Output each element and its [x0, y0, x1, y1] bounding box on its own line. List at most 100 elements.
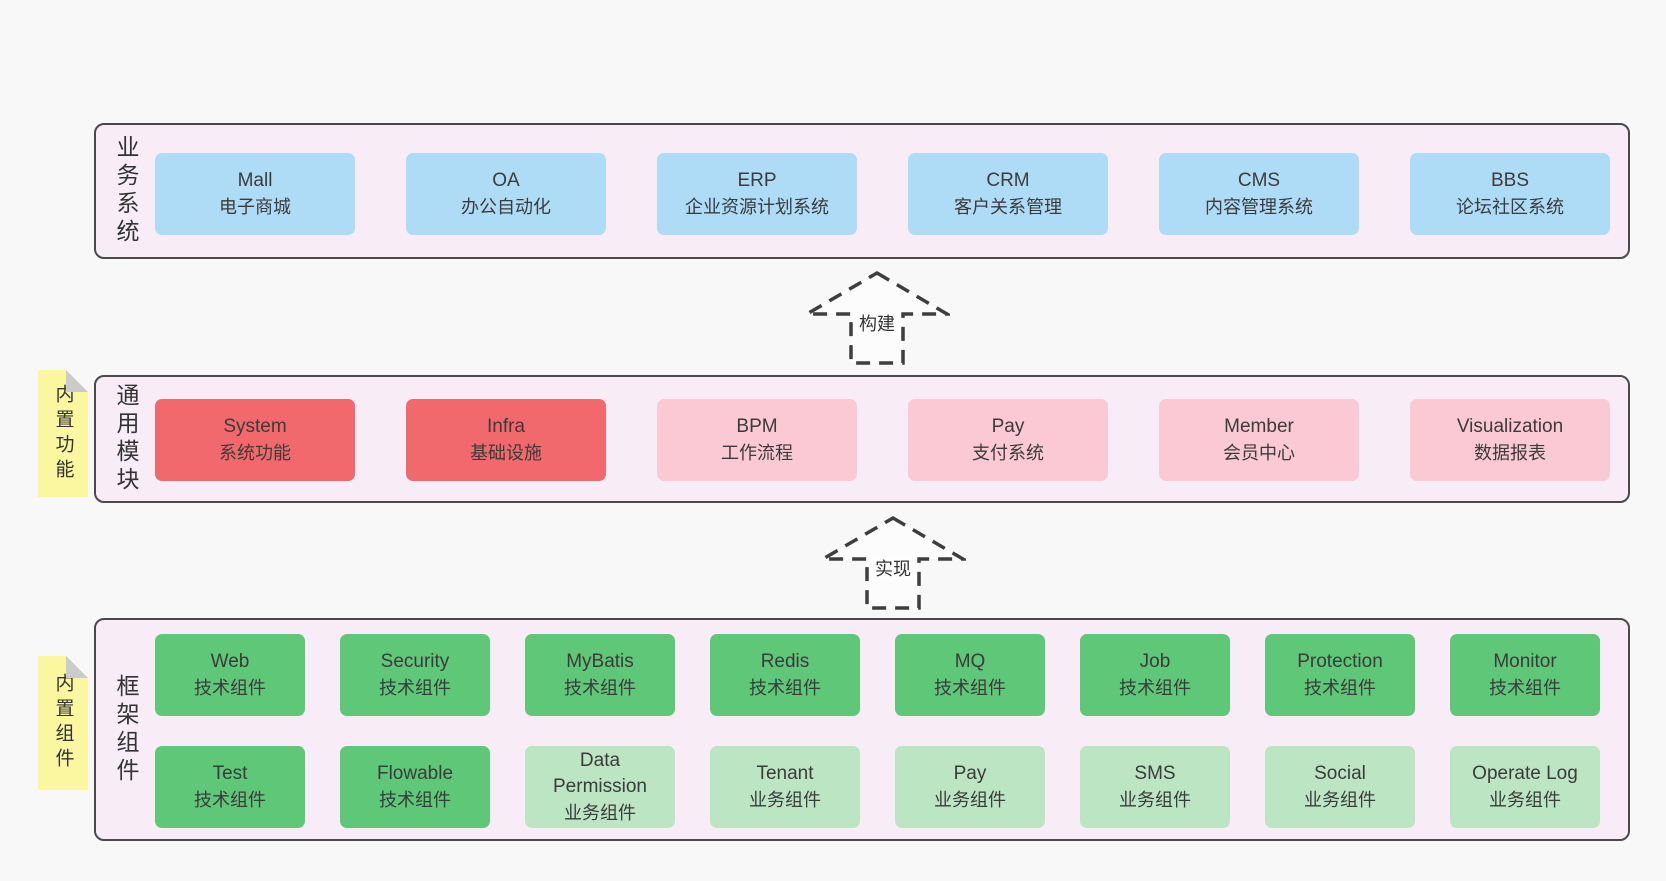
box-title: Test — [212, 763, 248, 784]
box-subtitle: 业务组件 — [934, 790, 1006, 810]
box-system: System 系统功能 — [155, 399, 355, 481]
box-subtitle: 技术组件 — [194, 678, 266, 698]
box-title: Operate Log — [1472, 763, 1578, 784]
build-arrow: 构建 — [804, 270, 950, 366]
box-operate-log: Operate Log 业务组件 — [1450, 746, 1600, 828]
box-subtitle: 技术组件 — [1489, 678, 1561, 698]
box-title: Visualization — [1456, 416, 1564, 437]
common-modules-band: 通用模块 System 系统功能 Infra 基础设施 BPM 工作流程 Pay… — [94, 375, 1630, 503]
box-subtitle: 电子商城 — [219, 197, 291, 217]
band-title-common-modules: 通用模块 — [113, 383, 139, 495]
box-tenant: Tenant 业务组件 — [710, 746, 860, 828]
box-subtitle: 内容管理系统 — [1205, 197, 1313, 217]
box-test: Test 技术组件 — [155, 746, 305, 828]
box-subtitle: 工作流程 — [721, 443, 793, 463]
box-title: OA — [492, 170, 520, 191]
box-title: Tenant — [756, 763, 814, 784]
box-subtitle: 会员中心 — [1223, 443, 1295, 463]
box-title: Pay — [953, 763, 987, 784]
box-title: Web — [210, 651, 250, 672]
box-title: Data Permission — [553, 750, 647, 797]
folded-corner-icon — [66, 656, 88, 678]
business-systems-band: 业务系统 Mall 电子商城 OA 办公自动化 ERP 企业资源计划系统 CRM… — [94, 123, 1630, 259]
box-subtitle: 基础设施 — [470, 443, 542, 463]
box-mq: MQ 技术组件 — [895, 634, 1045, 716]
box-title: Infra — [486, 416, 526, 437]
sticky-note-label: 内置功能 — [52, 383, 74, 484]
box-subtitle: 业务组件 — [1489, 790, 1561, 810]
box-monitor: Monitor 技术组件 — [1450, 634, 1600, 716]
box-cms: CMS 内容管理系统 — [1159, 153, 1359, 235]
box-title: Social — [1314, 763, 1366, 784]
box-title: CMS — [1237, 170, 1281, 191]
box-title: Protection — [1297, 651, 1383, 672]
box-subtitle: 技术组件 — [1304, 678, 1376, 698]
box-subtitle: 技术组件 — [749, 678, 821, 698]
box-title: Member — [1224, 416, 1294, 437]
box-crm: CRM 客户关系管理 — [908, 153, 1108, 235]
box-title: Job — [1139, 651, 1171, 672]
box-title: SMS — [1134, 763, 1176, 784]
box-bbs: BBS 论坛社区系统 — [1410, 153, 1610, 235]
box-subtitle: 技术组件 — [934, 678, 1006, 698]
box-subtitle: 系统功能 — [219, 443, 291, 463]
box-title: ERP — [737, 170, 777, 191]
box-security: Security 技术组件 — [340, 634, 490, 716]
box-web: Web 技术组件 — [155, 634, 305, 716]
box-subtitle: 技术组件 — [379, 678, 451, 698]
box-title: MQ — [954, 651, 986, 672]
box-flowable: Flowable 技术组件 — [340, 746, 490, 828]
arrow-label: 实现 — [872, 558, 914, 580]
box-oa: OA 办公自动化 — [406, 153, 606, 235]
box-data-permission: Data Permission 业务组件 — [525, 746, 675, 828]
box-pay: Pay 支付系统 — [908, 399, 1108, 481]
box-subtitle: 技术组件 — [1119, 678, 1191, 698]
sticky-note-built-in-features: 内置功能 — [38, 370, 88, 497]
box-title: System — [223, 416, 287, 437]
implement-arrow: 实现 — [820, 515, 966, 611]
box-title: Pay — [991, 416, 1025, 437]
box-redis: Redis 技术组件 — [710, 634, 860, 716]
box-pay-component: Pay 业务组件 — [895, 746, 1045, 828]
box-social: Social 业务组件 — [1265, 746, 1415, 828]
box-infra: Infra 基础设施 — [406, 399, 606, 481]
box-title: Monitor — [1493, 651, 1557, 672]
box-title: MyBatis — [566, 651, 634, 672]
band-title-framework-components: 框架组件 — [113, 673, 139, 786]
box-title: Security — [380, 651, 450, 672]
box-subtitle: 客户关系管理 — [954, 197, 1062, 217]
box-subtitle: 业务组件 — [1304, 790, 1376, 810]
box-subtitle: 数据报表 — [1474, 443, 1546, 463]
box-erp: ERP 企业资源计划系统 — [657, 153, 857, 235]
box-title: Flowable — [376, 763, 454, 784]
box-subtitle: 企业资源计划系统 — [685, 197, 829, 217]
box-mall: Mall 电子商城 — [155, 153, 355, 235]
folded-corner-icon — [66, 370, 88, 392]
box-subtitle: 业务组件 — [1119, 790, 1191, 810]
box-bpm: BPM 工作流程 — [657, 399, 857, 481]
arrow-label: 构建 — [856, 313, 898, 335]
framework-components-band: 框架组件 Web 技术组件 Security 技术组件 MyBatis 技术组件… — [94, 618, 1630, 841]
box-subtitle: 技术组件 — [379, 790, 451, 810]
box-protection: Protection 技术组件 — [1265, 634, 1415, 716]
box-subtitle: 论坛社区系统 — [1456, 197, 1564, 217]
box-title: Mall — [237, 170, 273, 191]
box-title: CRM — [986, 170, 1030, 191]
box-title: Redis — [760, 651, 810, 672]
sticky-note-label: 内置组件 — [52, 673, 74, 773]
sticky-note-built-in-components: 内置组件 — [38, 656, 88, 790]
box-subtitle: 业务组件 — [749, 790, 821, 810]
box-title: BBS — [1490, 170, 1530, 191]
box-visualization: Visualization 数据报表 — [1410, 399, 1610, 481]
box-title: BPM — [736, 416, 778, 437]
box-mybatis: MyBatis 技术组件 — [525, 634, 675, 716]
box-subtitle: 技术组件 — [564, 678, 636, 698]
box-subtitle: 技术组件 — [194, 790, 266, 810]
box-subtitle: 办公自动化 — [461, 197, 551, 217]
box-sms: SMS 业务组件 — [1080, 746, 1230, 828]
box-subtitle: 业务组件 — [564, 803, 636, 823]
band-title-business-systems: 业务系统 — [113, 135, 139, 247]
box-member: Member 会员中心 — [1159, 399, 1359, 481]
box-subtitle: 支付系统 — [972, 443, 1044, 463]
